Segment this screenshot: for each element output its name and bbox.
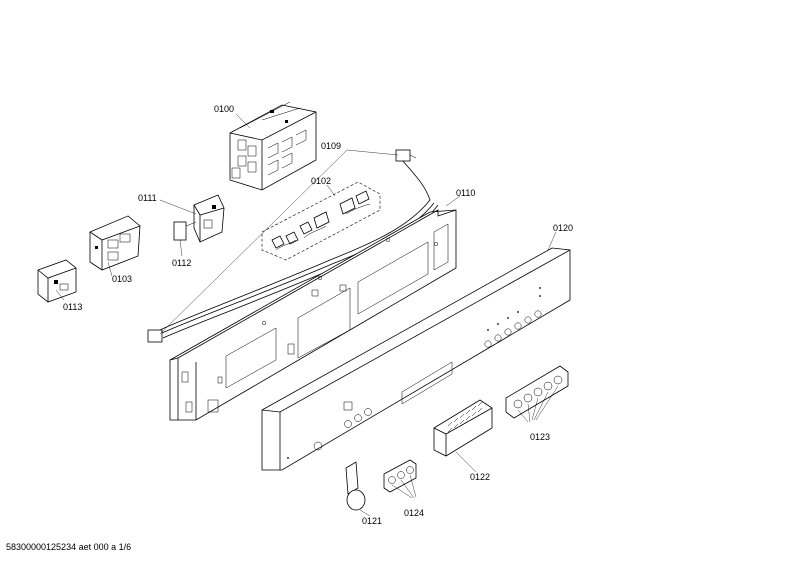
part-0124-button-strip <box>383 459 417 499</box>
label-0102: 0102 <box>311 176 331 186</box>
part-0110-panel-frame <box>169 209 457 421</box>
document-id-footer: 58300000125234 aet 000 a 1/6 <box>6 542 132 552</box>
label-0121: 0121 <box>362 516 382 526</box>
label-0124: 0124 <box>404 508 424 518</box>
part-0121-knob <box>345 461 366 511</box>
part-0102-connector-group <box>261 181 381 261</box>
part-0111-switch <box>173 194 225 243</box>
label-0100: 0100 <box>214 104 234 114</box>
part-0103-module <box>89 215 141 271</box>
label-0120: 0120 <box>553 223 573 233</box>
label-0109: 0109 <box>321 141 341 151</box>
label-0111: 0111 <box>138 193 157 203</box>
label-0123: 0123 <box>530 432 550 442</box>
label-0103: 0103 <box>112 274 132 284</box>
leader-lines <box>55 113 557 517</box>
label-0112: 0112 <box>172 258 191 268</box>
label-0122: 0122 <box>470 472 490 482</box>
part-0122-selector-block <box>433 399 493 457</box>
part-labels: 0100 0109 0102 0111 0110 0120 0103 0112 … <box>63 104 573 526</box>
part-0113-relay <box>37 259 77 303</box>
label-0110: 0110 <box>456 188 475 198</box>
part-0123-button-strip <box>505 365 569 423</box>
part-0100-control-module <box>229 101 317 191</box>
part-0120-front-fascia <box>261 247 571 471</box>
label-0113: 0113 <box>63 302 82 312</box>
